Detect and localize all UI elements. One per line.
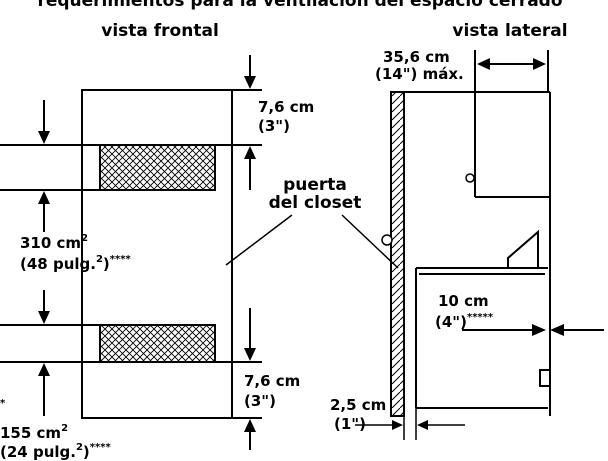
top-clearance-dimension bbox=[474, 50, 549, 92]
lower-vent-area: 155 cm2 bbox=[0, 423, 68, 442]
upper-cabinet bbox=[404, 91, 551, 416]
front-view-title: vista frontal bbox=[101, 21, 219, 41]
closet-door-side bbox=[390, 91, 405, 417]
upper-vent-arrow-up bbox=[38, 191, 50, 204]
top-caption: requerimientos para la ventilación del e… bbox=[37, 0, 562, 11]
lower-vent-arrow-down bbox=[38, 311, 50, 324]
door-label-line2: del closet bbox=[269, 193, 362, 213]
upper-vent-dimension bbox=[0, 100, 100, 232]
lower-vent-grille bbox=[99, 324, 216, 363]
rear-clearance-unit: (1") bbox=[334, 415, 366, 433]
rear-clearance-value: 2,5 cm bbox=[330, 396, 386, 414]
rear-clearance-arrow-right bbox=[392, 420, 403, 430]
rear-clearance-dimension bbox=[355, 408, 465, 440]
lower-vent-area-alt: (24 pulg.2)**** bbox=[0, 442, 111, 461]
top-clearance-arrow-right bbox=[533, 58, 546, 70]
top-gap-arrow-up bbox=[244, 146, 256, 159]
front-clearance-arrow-left bbox=[550, 324, 564, 336]
rear-clearance-arrow-left bbox=[417, 420, 428, 430]
upper-vent-area-alt: (48 pulg.2)**** bbox=[20, 254, 131, 273]
bottom-gap-arrow-down bbox=[244, 348, 256, 361]
top-gap-value: 7,6 cm bbox=[258, 98, 314, 116]
top-clearance-value: 35,6 cm bbox=[383, 48, 450, 66]
upper-vent-grille bbox=[99, 144, 216, 191]
door-leader-lines bbox=[225, 214, 399, 269]
bottom-gap-value: 7,6 cm bbox=[244, 372, 300, 390]
door-knob bbox=[381, 234, 393, 246]
side-view-title: vista lateral bbox=[452, 21, 567, 41]
upper-vent-arrow-down bbox=[38, 131, 50, 144]
appliance bbox=[415, 229, 551, 409]
closet-door-front bbox=[81, 89, 233, 419]
front-clearance-unit: (4")***** bbox=[435, 312, 494, 331]
bottom-gap-arrow-up bbox=[244, 419, 256, 432]
lower-vent-arrow-up bbox=[38, 363, 50, 376]
door-label-line1: puerta bbox=[283, 175, 347, 195]
bottom-gap-unit: (3") bbox=[244, 392, 276, 410]
upper-vent-area: 310 cm2 bbox=[20, 233, 88, 252]
cabinet-knob bbox=[465, 173, 475, 183]
top-gap-arrow-down bbox=[244, 76, 256, 89]
front-clearance-arrow-right bbox=[532, 324, 546, 336]
top-clearance-unit: (14") máx. bbox=[375, 65, 464, 83]
left-mark: * bbox=[0, 398, 6, 409]
top-clearance-arrow-left bbox=[477, 58, 490, 70]
front-clearance-value: 10 cm bbox=[438, 292, 489, 310]
top-gap-unit: (3") bbox=[258, 117, 290, 135]
